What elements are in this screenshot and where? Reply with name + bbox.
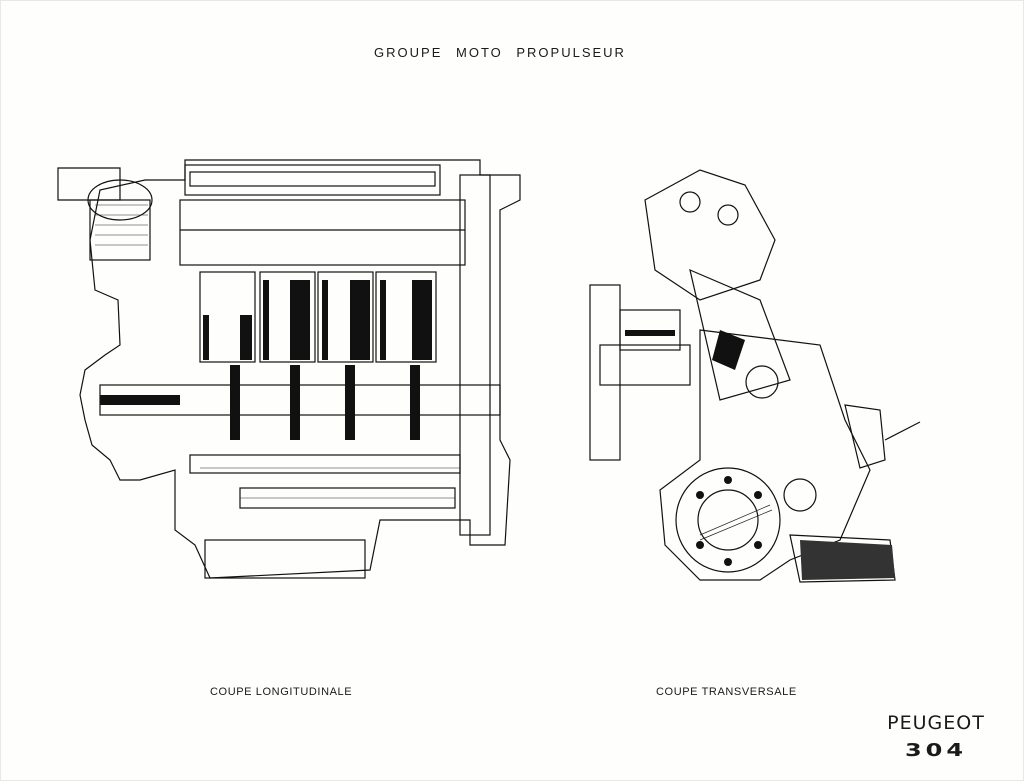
brand-model: 304 — [904, 739, 968, 761]
diagram-title: GROUPE MOTO PROPULSEUR — [374, 45, 626, 60]
longitudinal-caption: COUPE LONGITUDINALE — [210, 686, 353, 698]
brand-logo: PEUGEOT 304 — [876, 712, 996, 764]
transversal-caption: COUPE TRANSVERSALE — [656, 686, 797, 698]
brand-name: PEUGEOT — [887, 712, 985, 734]
